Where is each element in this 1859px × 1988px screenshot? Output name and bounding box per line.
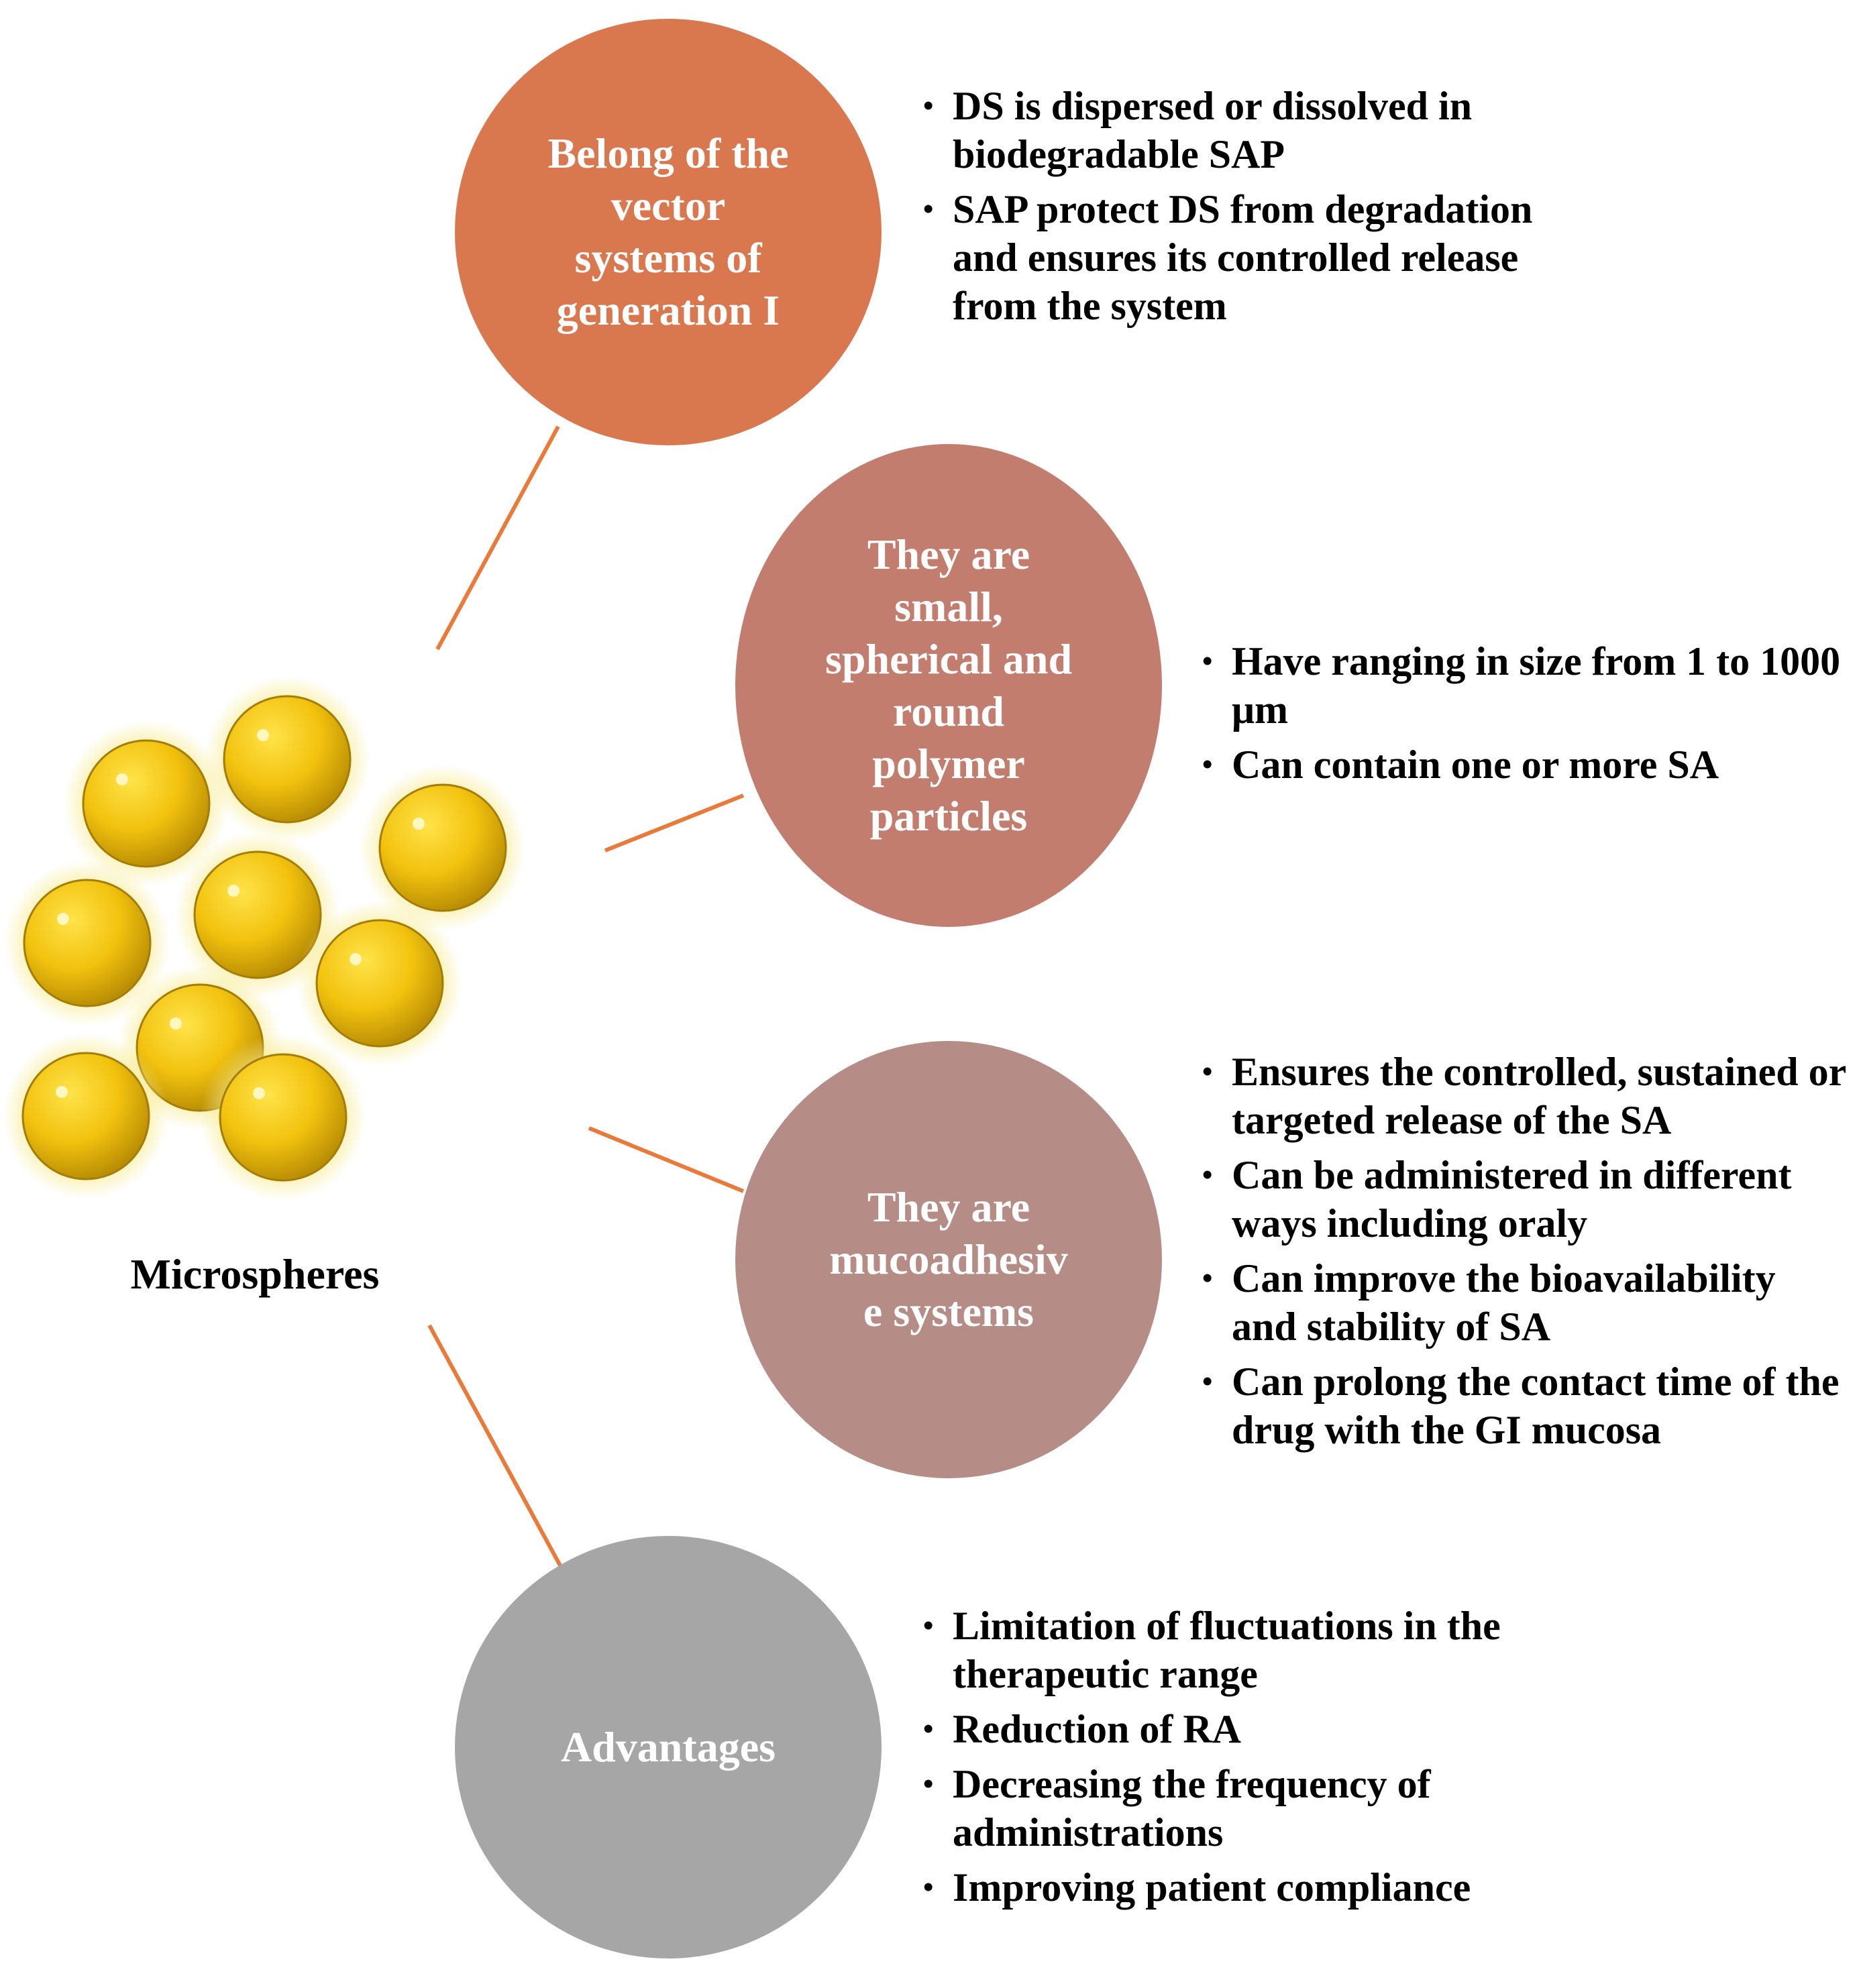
- node-title-advantages: Advantages: [561, 1721, 776, 1773]
- sphere-1: [63, 720, 229, 887]
- node-circle-mucoadhesive: They are mucoadhesiv e systems: [735, 1041, 1162, 1478]
- title-line: particles: [869, 792, 1028, 840]
- sphere-3: [360, 765, 523, 931]
- sphere-2: [204, 677, 370, 842]
- sphere-4: [4, 860, 170, 1026]
- title-line: e systems: [863, 1288, 1034, 1335]
- connector-line-1: [435, 425, 560, 651]
- title-line: vector: [610, 182, 726, 229]
- title-line: spherical and: [825, 635, 1073, 683]
- node-title-mucoadhesive: They are mucoadhesiv e systems: [829, 1181, 1068, 1338]
- sphere-9: [200, 1034, 366, 1201]
- microspheres-illustration: [3, 677, 523, 1201]
- microspheres-label: Microspheres: [130, 1250, 380, 1298]
- sphere-8: [3, 1033, 169, 1199]
- title-line: generation I: [556, 286, 780, 334]
- bullet-item: DS is dispersed or dissolved in biodegra…: [923, 82, 1594, 178]
- bullet-list-advantages: Limitation of fluctuations in the therap…: [923, 1602, 1594, 1918]
- node-title-vector-systems: Belong of the vector systems of generati…: [547, 127, 788, 337]
- title-line: polymer: [872, 740, 1025, 787]
- bullet-item: Reduction of RA: [923, 1705, 1594, 1753]
- connector-line-4: [427, 1324, 563, 1568]
- bullet-item: Can prolong the contact time of the drug…: [1202, 1358, 1846, 1454]
- title-line: round: [892, 687, 1005, 735]
- bullet-item: Can contain one or more SA: [1202, 740, 1846, 789]
- sphere-5: [174, 832, 341, 998]
- title-line: They are: [867, 531, 1030, 578]
- node-circle-polymer-particles: They are small, spherical and round poly…: [735, 444, 1162, 927]
- title-line: small,: [894, 583, 1003, 630]
- bullet-item: Can improve the bioavailability and stab…: [1202, 1254, 1846, 1351]
- connector-line-2: [604, 793, 745, 852]
- bullet-item: Limitation of fluctuations in the therap…: [923, 1602, 1594, 1698]
- sphere-6: [297, 900, 463, 1066]
- bullet-item: SAP protect DS from degradation and ensu…: [923, 185, 1594, 330]
- title-line: Advantages: [560, 1723, 776, 1771]
- title-line: mucoadhesiv: [829, 1235, 1068, 1283]
- bullet-item: Have ranging in size from 1 to 1000 μm: [1202, 637, 1846, 734]
- node-title-polymer-particles: They are small, spherical and round poly…: [825, 529, 1072, 842]
- title-line: systems of: [574, 234, 762, 282]
- node-circle-advantages: Advantages: [455, 1536, 882, 1958]
- bullet-item: Improving patient compliance: [923, 1863, 1594, 1912]
- bullet-list-polymer-particles: Have ranging in size from 1 to 1000 μm C…: [1202, 637, 1846, 795]
- title-line: Belong of the: [547, 129, 789, 177]
- bullet-item: Can be administered in different ways in…: [1202, 1151, 1846, 1248]
- bullet-item: Decreasing the frequency of administrati…: [923, 1760, 1594, 1857]
- bullet-list-mucoadhesive: Ensures the controlled, sustained or tar…: [1202, 1048, 1846, 1461]
- bullet-item: Ensures the controlled, sustained or tar…: [1202, 1048, 1846, 1144]
- connector-line-3: [588, 1126, 745, 1193]
- title-line: They are: [867, 1183, 1030, 1231]
- bullet-list-vector-systems: DS is dispersed or dissolved in biodegra…: [923, 82, 1594, 337]
- node-circle-vector-systems: Belong of the vector systems of generati…: [455, 19, 882, 445]
